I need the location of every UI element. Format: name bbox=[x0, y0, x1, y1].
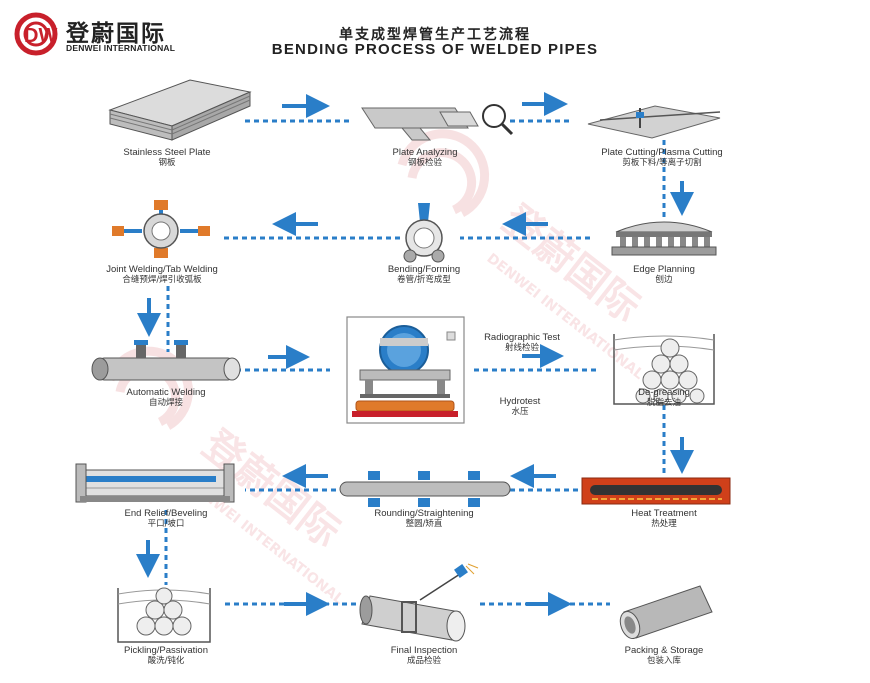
heat-treatment-furnace-icon bbox=[581, 477, 731, 505]
steel-plate-stack-icon bbox=[108, 79, 252, 141]
dw-logo-icon: DW bbox=[14, 12, 58, 56]
page-title-cn: 单支成型焊管生产工艺流程 bbox=[339, 27, 531, 43]
beveling-machine-icon bbox=[75, 463, 235, 503]
automatic-welding-icon bbox=[91, 340, 241, 381]
brand-name-cn: 登蔚国际 bbox=[66, 21, 166, 47]
brand-logo: DW 登蔚国际 DENWEI INTERNATIONAL bbox=[14, 12, 184, 56]
packing-storage-pipe-icon bbox=[619, 585, 713, 640]
brand-name-en: DENWEI INTERNATIONAL bbox=[66, 43, 176, 53]
edge-planning-icon bbox=[611, 221, 717, 256]
plate-analyzing-icon bbox=[361, 104, 514, 141]
plasma-cutting-icon bbox=[587, 105, 721, 139]
joint-welding-icon bbox=[112, 200, 210, 258]
page-title-en: BENDING PROCESS OF WELDED PIPES bbox=[271, 41, 599, 58]
logo-mark-text: DW bbox=[24, 25, 57, 47]
straightening-roller-icon bbox=[339, 471, 511, 507]
radiographic-hydro-test-icon bbox=[346, 316, 465, 424]
final-inspection-pipe-icon bbox=[359, 563, 479, 642]
degreasing-tank-icon bbox=[613, 334, 715, 405]
bending-roller-icon bbox=[403, 203, 445, 263]
pickling-tank-icon bbox=[117, 587, 211, 643]
